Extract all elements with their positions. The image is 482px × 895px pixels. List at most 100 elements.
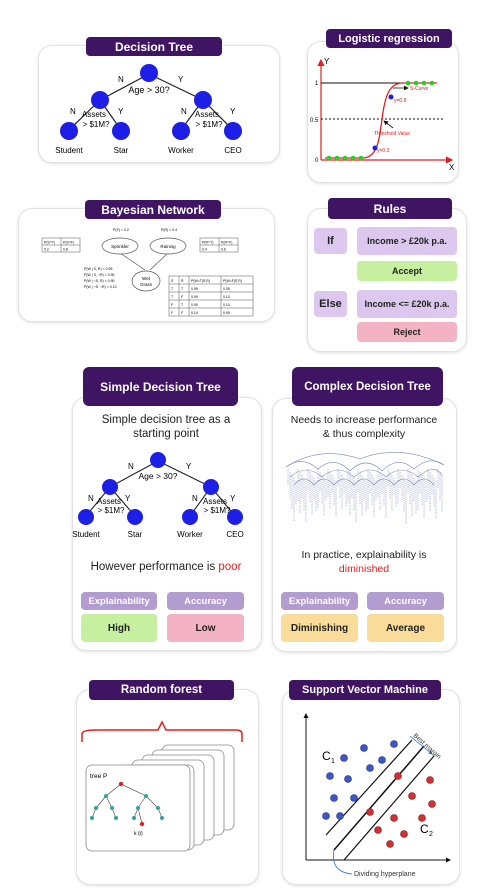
svg-text:P(S=T): P(S=T) bbox=[44, 241, 55, 245]
decision-tree-diagram: Age > 30? N Y N Y N Y Assets > $1M? Asse… bbox=[55, 64, 242, 155]
complex-tree-accuracy-label: Accuracy bbox=[367, 592, 444, 610]
svg-text:R: R bbox=[181, 279, 184, 283]
svg-text:Dividing hyperplane: Dividing hyperplane bbox=[354, 871, 416, 878]
rule-if-label: If bbox=[314, 228, 347, 254]
branch-y: Y bbox=[118, 107, 124, 116]
svg-text:P(W | ¬S, R) = 0.90: P(W | ¬S, R) = 0.90 bbox=[84, 279, 115, 283]
svg-text:Best margin: Best margin bbox=[412, 732, 443, 761]
svg-text:F: F bbox=[181, 295, 183, 299]
svg-text:0.4: 0.4 bbox=[202, 248, 207, 252]
svg-text:> $1M?: > $1M? bbox=[204, 506, 231, 515]
tree-node bbox=[194, 91, 212, 109]
svg-text:P(W=F|S,R): P(W=F|S,R) bbox=[223, 279, 242, 283]
svg-text:Student: Student bbox=[72, 530, 100, 539]
logistic-regression-title: Logistic regression bbox=[326, 29, 452, 48]
branch-y: Y bbox=[178, 75, 184, 84]
simple-tree-diagram: Age > 30? N Y N Y N Y Assets > $1M? Asse… bbox=[72, 452, 244, 539]
svg-text:0.90: 0.90 bbox=[223, 311, 230, 315]
svg-text:y=0.8: y=0.8 bbox=[394, 98, 407, 104]
svm-title: Support Vector Machine bbox=[289, 680, 441, 700]
svg-text:F: F bbox=[181, 311, 183, 315]
assets-question: > $1M? bbox=[196, 120, 223, 129]
assets-label: Assets bbox=[195, 110, 219, 119]
svg-text:0.05: 0.05 bbox=[223, 287, 230, 291]
svg-text:P(W | S, ¬R) = 0.90: P(W | S, ¬R) = 0.90 bbox=[84, 273, 115, 277]
svg-text:0.90: 0.90 bbox=[191, 303, 198, 307]
svg-text:Threshold Value: Threshold Value bbox=[374, 131, 410, 137]
complex-tree-explainability-value: Diminishing bbox=[281, 614, 358, 642]
complex-tree-diagram bbox=[285, 451, 445, 524]
svg-text:T: T bbox=[171, 287, 174, 291]
svg-text:C: C bbox=[322, 749, 331, 763]
svg-text:CEO: CEO bbox=[226, 530, 243, 539]
svg-text:T: T bbox=[171, 295, 174, 299]
tree-node bbox=[91, 91, 109, 109]
tree-leaf-node bbox=[60, 122, 78, 140]
simple-tree-description: Simple decision tree as a starting point bbox=[101, 414, 231, 440]
tree-leaf-node bbox=[172, 122, 190, 140]
svm-hyperplane bbox=[333, 745, 425, 851]
svg-text:0.10: 0.10 bbox=[223, 303, 230, 307]
rules-title: Rules bbox=[328, 198, 452, 219]
assets-label: Assets bbox=[82, 110, 106, 119]
svg-text:0.10: 0.10 bbox=[223, 295, 230, 299]
simple-tree-title: Simple Decision Tree bbox=[83, 367, 238, 406]
complex-tree-explainability-label: Explainability bbox=[281, 592, 358, 610]
svg-text:Y: Y bbox=[324, 57, 330, 66]
leaf-label: Star bbox=[114, 146, 129, 155]
assets-question: > $1M? bbox=[83, 120, 110, 129]
bn-node-sprinkler: Sprinkler bbox=[111, 244, 129, 249]
decision-tree-title: Decision Tree bbox=[86, 37, 222, 56]
svg-text:Assets: Assets bbox=[203, 497, 227, 506]
svg-text:Worker: Worker bbox=[177, 530, 203, 539]
svg-text:N: N bbox=[192, 494, 198, 503]
bayesian-network-title: Bayesian Network bbox=[85, 200, 221, 219]
branch-n: N bbox=[118, 75, 124, 84]
svg-text:2: 2 bbox=[429, 831, 433, 838]
svg-text:T: T bbox=[181, 287, 184, 291]
svg-text:P(S=F): P(S=F) bbox=[63, 241, 74, 245]
svg-text:S-Curve: S-Curve bbox=[410, 86, 429, 92]
simple-tree-accuracy-value: Low bbox=[167, 614, 244, 642]
svg-text:0.90: 0.90 bbox=[191, 295, 198, 299]
random-forest-title: Random forest bbox=[89, 680, 234, 700]
svg-text:F: F bbox=[171, 311, 173, 315]
complex-tree-description: Needs to increase performance & thus com… bbox=[290, 414, 438, 440]
svm-diagram: Best margin C 1 C 2 Dividing hyperplane bbox=[303, 713, 451, 878]
leaf-label: Worker bbox=[168, 146, 194, 155]
svg-text:k (t): k (t) bbox=[134, 831, 143, 837]
svg-text:T: T bbox=[181, 303, 184, 307]
decision-tree-card bbox=[38, 45, 280, 163]
svg-text:P(S) = 0.2: P(S) = 0.2 bbox=[113, 228, 129, 232]
svg-text:0.10: 0.10 bbox=[191, 311, 198, 315]
branch-n: N bbox=[70, 107, 76, 116]
simple-tree-explainability-label: Explainability bbox=[81, 592, 157, 610]
leaf-label: Student bbox=[55, 146, 83, 155]
svg-text:0.2: 0.2 bbox=[44, 248, 49, 252]
svg-text:Y: Y bbox=[230, 494, 236, 503]
svg-text:Y: Y bbox=[186, 462, 192, 471]
random-forest-diagram: tree P k (t) bbox=[81, 720, 243, 852]
svg-text:Y: Y bbox=[125, 494, 131, 503]
rule-condition-2: Income <= £20k p.a. bbox=[357, 290, 457, 318]
svg-text:X: X bbox=[449, 163, 455, 172]
svg-text:1: 1 bbox=[331, 758, 335, 765]
rule-else-label: Else bbox=[314, 291, 347, 317]
svg-text:Age > 30?: Age > 30? bbox=[139, 471, 178, 481]
svg-text:> $1M?: > $1M? bbox=[98, 506, 125, 515]
bayesian-network-card bbox=[18, 208, 275, 322]
svg-text:N: N bbox=[128, 462, 134, 471]
tree-root-node bbox=[140, 64, 158, 82]
svg-text:0: 0 bbox=[315, 158, 319, 164]
complex-tree-accuracy-value: Average bbox=[367, 614, 444, 642]
svg-text:Star: Star bbox=[128, 530, 143, 539]
branch-y: Y bbox=[230, 107, 236, 116]
svg-text:P(W=T|S,R): P(W=T|S,R) bbox=[191, 279, 210, 283]
bn-node-raining: Raining bbox=[160, 244, 176, 249]
svg-text:0.5: 0.5 bbox=[310, 118, 319, 124]
branch-n: N bbox=[181, 107, 187, 116]
svg-text:0.6: 0.6 bbox=[221, 248, 226, 252]
svg-text:y=0.3: y=0.3 bbox=[377, 148, 390, 154]
svg-text:0.95: 0.95 bbox=[191, 287, 198, 291]
svg-text:0.8: 0.8 bbox=[63, 248, 68, 252]
